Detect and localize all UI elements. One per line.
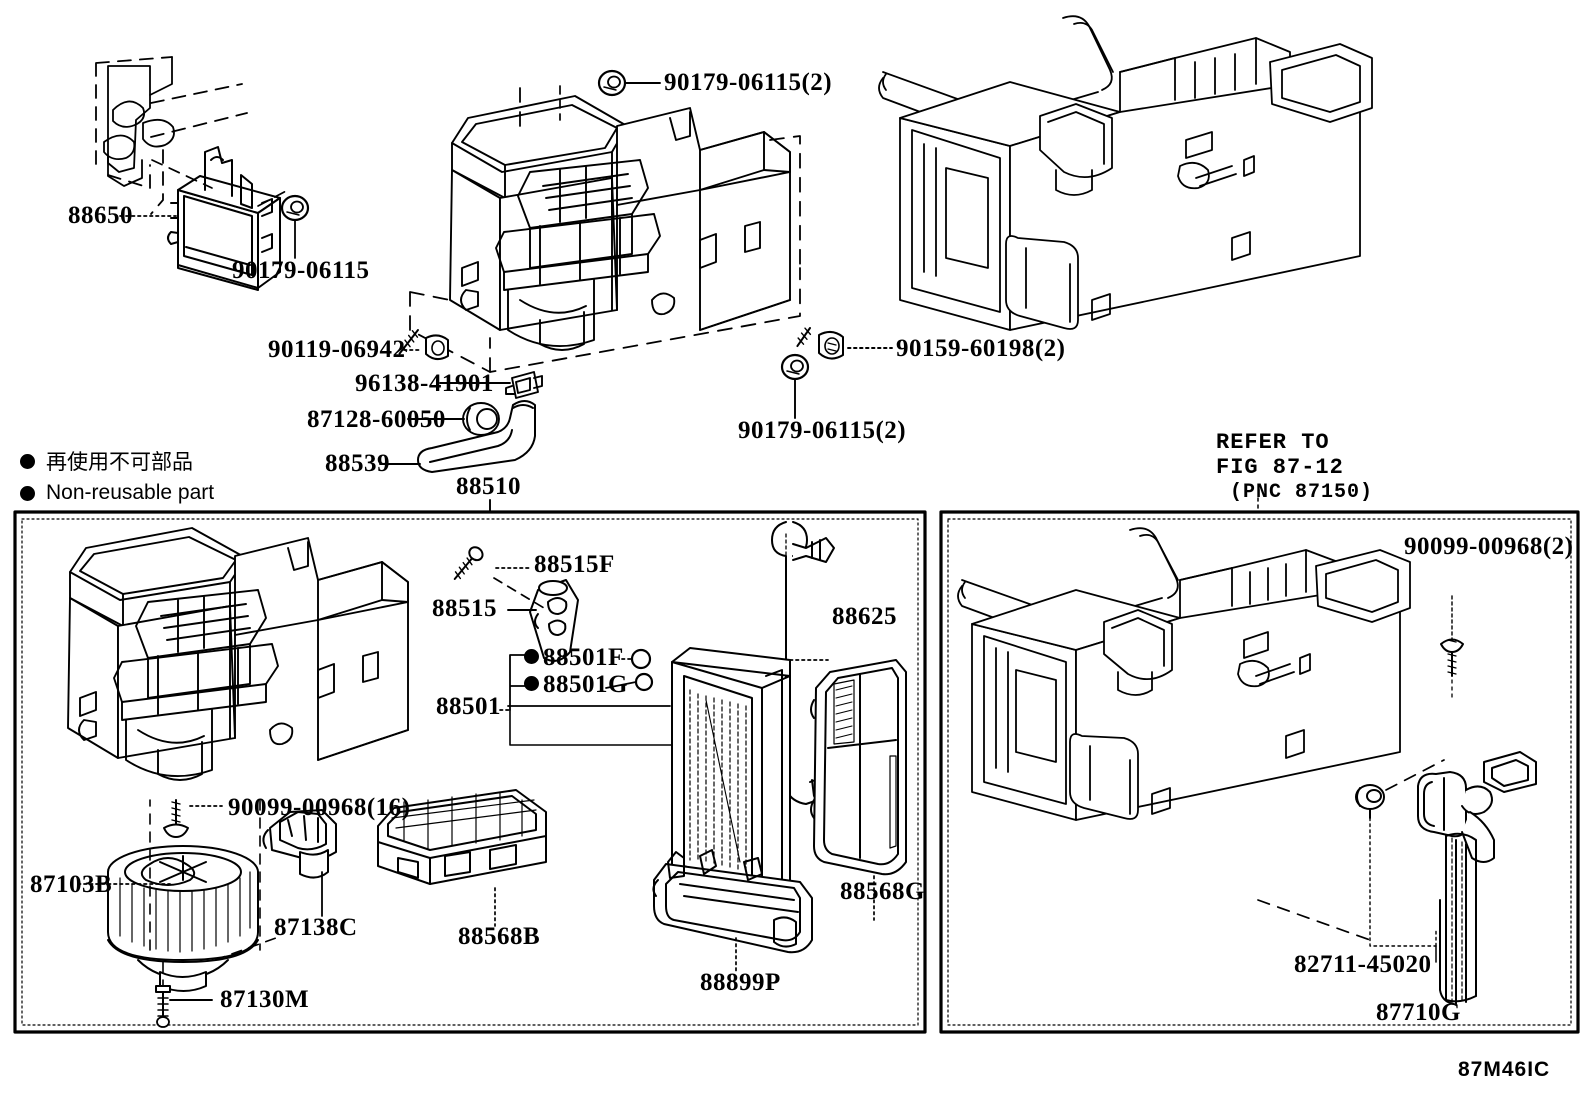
nonreusable-dot-icon	[20, 485, 35, 501]
part-label-88501[interactable]: 88501	[436, 693, 501, 720]
part-label-87710G[interactable]: 87710G	[1376, 999, 1461, 1026]
part-label-90179-06115-2-top[interactable]: 90179-06115(2)	[664, 69, 833, 96]
part-label-90159-60198-2[interactable]: 90159-60198(2)	[896, 335, 1066, 362]
part-label-90119-06942[interactable]: 90119-06942	[268, 336, 406, 363]
legend-row-en: Non-reusable part	[20, 478, 214, 508]
part-label-88501F[interactable]: 88501F	[524, 645, 624, 670]
part-label-88501G-text: 88501G	[543, 671, 628, 698]
figure-code: 87M46IC	[1458, 1058, 1551, 1081]
part-label-90099-00968-16[interactable]: 90099-00968(16)	[228, 794, 411, 821]
part-label-90179-06115[interactable]: 90179-06115	[232, 257, 370, 284]
refer-line-2: FIG 87-12	[1216, 455, 1344, 480]
part-label-87130M[interactable]: 87130M	[220, 986, 310, 1013]
part-label-88515F[interactable]: 88515F	[534, 551, 615, 578]
part-label-88650[interactable]: 88650	[68, 202, 133, 229]
part-label-90179-06115-2-lower[interactable]: 90179-06115(2)	[738, 417, 907, 444]
legend-label-jp: 再使用不可部品	[46, 450, 193, 474]
nonreusable-dot-icon	[524, 649, 539, 664]
part-label-88899P[interactable]: 88899P	[700, 969, 781, 996]
part-label-87138C[interactable]: 87138C	[274, 914, 358, 941]
legend-row-jp: 再使用不可部品	[20, 446, 214, 476]
part-label-88568G[interactable]: 88568G	[840, 878, 925, 905]
part-label-90099-00968-2[interactable]: 90099-00968(2)	[1404, 533, 1574, 560]
part-label-88539[interactable]: 88539	[325, 450, 390, 477]
part-label-87128-60050[interactable]: 87128-60050	[307, 406, 446, 433]
part-label-82711-45020[interactable]: 82711-45020	[1294, 951, 1432, 978]
part-label-87103B[interactable]: 87103B	[30, 871, 113, 898]
nonreusable-dot-icon	[20, 453, 35, 469]
refer-line-3: (PNC 87150)	[1230, 481, 1374, 504]
part-label-88568B[interactable]: 88568B	[458, 923, 541, 950]
part-label-96138-41901[interactable]: 96138-41901	[355, 370, 494, 397]
part-label-88501F-text: 88501F	[543, 644, 624, 671]
refer-line-1: REFER TO	[1216, 430, 1330, 455]
nonreusable-dot-icon	[524, 676, 539, 691]
part-label-88501G[interactable]: 88501G	[524, 672, 628, 697]
part-label-88515[interactable]: 88515	[432, 595, 497, 622]
legend-label-en: Non-reusable part	[46, 481, 215, 504]
refer-to-note: REFER TO FIG 87-12 (PNC 87150)	[1216, 430, 1373, 505]
part-label-88510[interactable]: 88510	[456, 473, 521, 500]
part-label-88625[interactable]: 88625	[832, 603, 897, 630]
legend: 再使用不可部品 Non-reusable part	[20, 446, 214, 510]
